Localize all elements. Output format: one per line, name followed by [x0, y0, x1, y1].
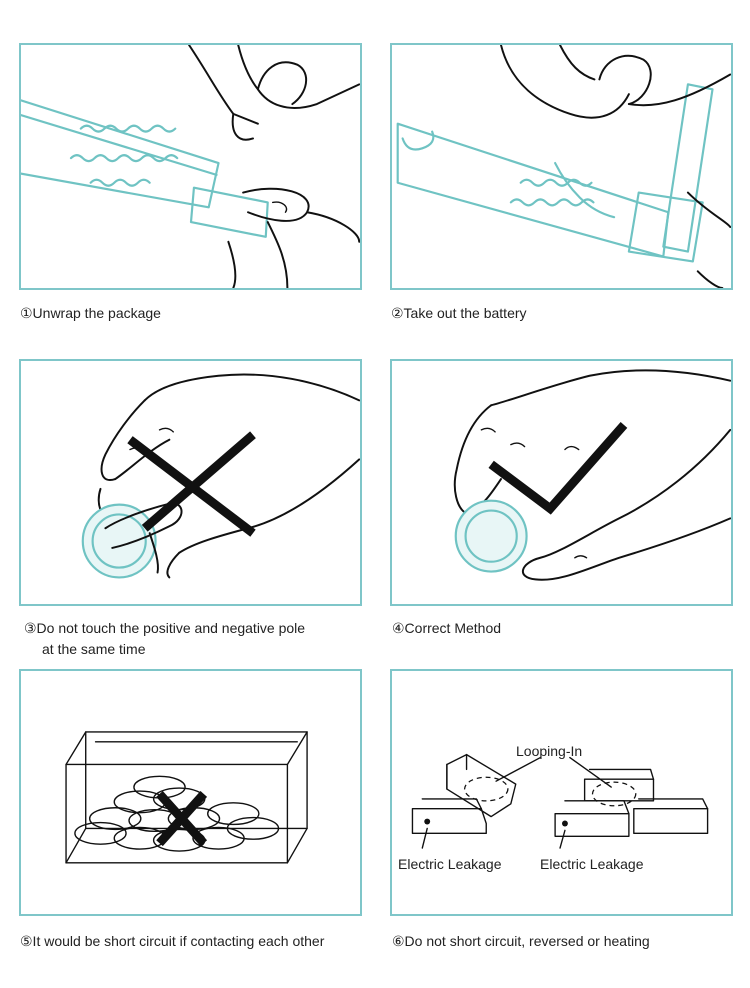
box-batteries-illustration — [65, 731, 308, 864]
step-6-caption: ⑥Do not short circuit, reversed or heati… — [392, 933, 650, 949]
step-3-caption-line1: ③Do not touch the positive and negative … — [24, 620, 306, 636]
panel-correct-method — [390, 359, 733, 606]
step-3-caption-line2: at the same time — [42, 641, 146, 657]
take-out-illustration — [396, 45, 731, 288]
panel-take-out-battery — [390, 43, 733, 290]
step-2-caption: ②Take out the battery — [391, 305, 527, 321]
looping-in-label: Looping-In — [516, 743, 583, 759]
panel-do-not-short-circuit: Looping-In Electric Leakage Electric Lea… — [390, 669, 733, 916]
wrong-grip-illustration — [81, 373, 360, 579]
step-4-caption: ④Correct Method — [392, 620, 502, 636]
electric-leakage-right-label: Electric Leakage — [540, 856, 644, 872]
step-5-caption: ⑤It would be short circuit if contacting… — [20, 933, 325, 949]
stacked-batteries-illustration — [411, 753, 709, 849]
check-mark-icon — [488, 422, 628, 515]
electric-leakage-left-label: Electric Leakage — [398, 856, 502, 872]
panel-unwrap-package — [19, 43, 362, 290]
panel-do-not-touch-poles — [19, 359, 362, 606]
correct-grip-illustration — [453, 369, 731, 581]
panel-short-circuit-box — [19, 669, 362, 916]
step-3-caption: ③Do not touch the positive and negative … — [24, 618, 305, 660]
unwrap-illustration — [21, 45, 360, 288]
step-1-caption: ①Unwrap the package — [20, 305, 161, 321]
coin-pile-icon — [74, 775, 280, 852]
